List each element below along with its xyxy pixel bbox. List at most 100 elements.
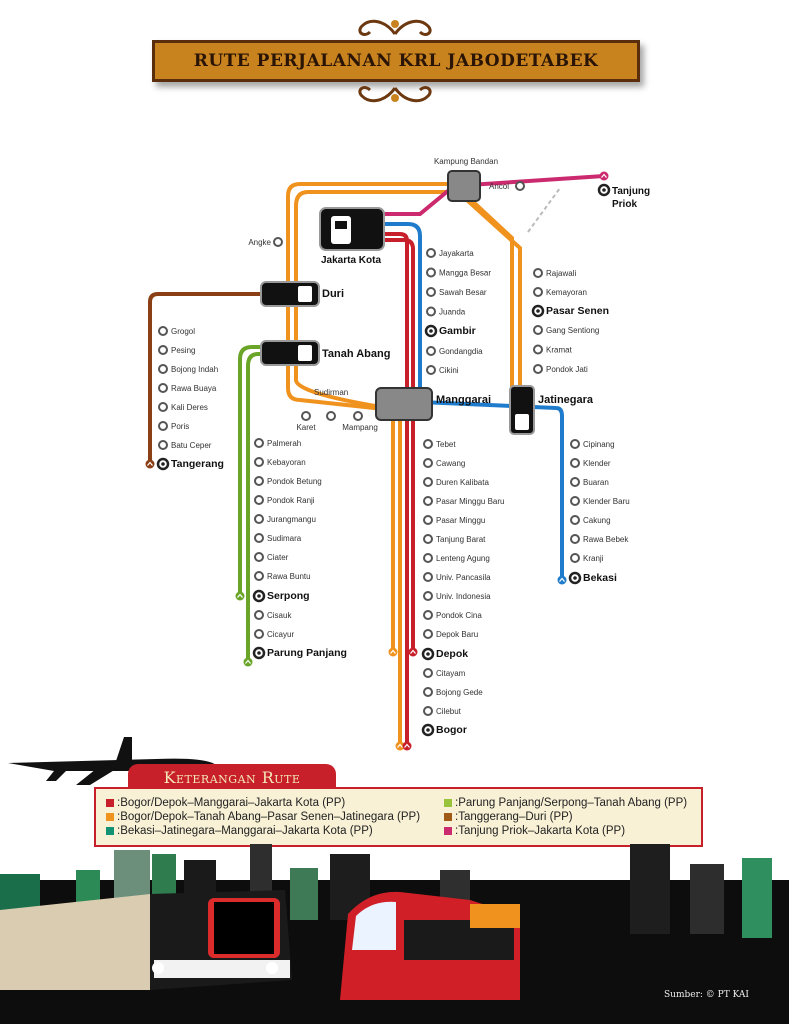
station-depok-line-5[interactable]: Pasar Minggu bbox=[423, 515, 485, 525]
chevron-up-icon bbox=[147, 461, 153, 466]
station-serpong-line-1[interactable]: Palmerah bbox=[254, 438, 301, 448]
station-depok-line-9[interactable]: Univ. Indonesia bbox=[423, 591, 491, 601]
hub-kampung-bandan[interactable] bbox=[447, 170, 481, 202]
station-kota-line-2-1[interactable]: Gondangdia bbox=[426, 346, 483, 356]
station-serpong-line-5[interactable]: Jurangmangu bbox=[254, 514, 316, 524]
station-kota-line-3[interactable]: Sawah Besar bbox=[426, 287, 487, 297]
station-serpong-line-7[interactable]: Ciater bbox=[254, 552, 289, 562]
label-tanah-abang: Tanah Abang bbox=[322, 348, 390, 360]
station-ancol[interactable]: Ancol bbox=[489, 181, 525, 191]
svg-text:Serpong: Serpong bbox=[267, 590, 310, 602]
station-gambir[interactable]: Gambir bbox=[424, 324, 476, 338]
station-depok-line-3[interactable]: Duren Kalibata bbox=[423, 477, 489, 487]
station-serpong[interactable]: Serpong bbox=[252, 589, 310, 603]
station-bekasi[interactable]: Bekasi bbox=[568, 571, 617, 585]
station-senen-line-2-1[interactable]: Gang Sentiong bbox=[533, 325, 599, 335]
station-bogor-line-3[interactable]: Cilebut bbox=[423, 706, 462, 716]
station-karet[interactable]: Karet bbox=[296, 411, 316, 432]
svg-text:Duren Kalibata: Duren Kalibata bbox=[436, 478, 489, 487]
station-bekasi-line-6[interactable]: Rawa Bebek bbox=[570, 534, 629, 544]
legend-item-route-3: : Bekasi–Jatinegara–Manggarai–Jakarta Ko… bbox=[106, 825, 373, 837]
skyline-building bbox=[690, 864, 724, 934]
station-bekasi-line-4[interactable]: Klender Baru bbox=[570, 496, 630, 506]
svg-text:Pasar Minggu: Pasar Minggu bbox=[436, 516, 485, 525]
chevron-up-icon bbox=[390, 649, 396, 654]
chevron-up-icon bbox=[237, 593, 243, 598]
station-kota-line-1[interactable]: Jayakarta bbox=[426, 248, 474, 258]
station-tangerang-line-4[interactable]: Rawa Buaya bbox=[158, 383, 217, 393]
label-jatinegara: Jatinegara bbox=[538, 394, 594, 406]
skyline-building bbox=[290, 868, 318, 920]
skyline-illustration bbox=[0, 844, 789, 1024]
route-map: Kampung Bandan Jakarta Kota Duri Tanah A… bbox=[145, 157, 650, 751]
station-depok[interactable]: Depok bbox=[421, 647, 468, 661]
hub-manggarai[interactable] bbox=[375, 387, 433, 421]
ancol-connector bbox=[527, 187, 561, 233]
station-depok-line-6[interactable]: Tanjung Barat bbox=[423, 534, 486, 544]
station-senen-line-2-2[interactable]: Kramat bbox=[533, 344, 573, 355]
station-depok-line-8[interactable]: Univ. Pancasila bbox=[423, 572, 491, 582]
station-depok-line-1[interactable]: Tebet bbox=[423, 439, 456, 449]
station-tanjung-priok[interactable]: Tanjung Priok bbox=[597, 183, 650, 210]
svg-text:Juanda: Juanda bbox=[439, 308, 466, 317]
svg-text:Depok: Depok bbox=[436, 648, 468, 660]
svg-text:Ancol: Ancol bbox=[489, 182, 509, 191]
legend-swatch bbox=[444, 827, 452, 835]
station-kota-line-2-2[interactable]: Cikini bbox=[426, 365, 459, 375]
station-tangerang[interactable]: Tangerang bbox=[156, 457, 224, 471]
svg-text:Jayakarta: Jayakarta bbox=[439, 249, 474, 258]
svg-text:Depok Baru: Depok Baru bbox=[436, 630, 478, 639]
legend-item-route-6: : Tanjung Priok–Jakarta Kota (PP) bbox=[444, 825, 625, 837]
station-kota-line-2[interactable]: Mangga Besar bbox=[426, 267, 491, 278]
station-parung-line-1[interactable]: Cisauk bbox=[254, 610, 292, 620]
station-serpong-line-2[interactable]: Kebayoran bbox=[254, 457, 306, 467]
station-tangerang-line-2[interactable]: Pesing bbox=[158, 345, 195, 355]
station-parung-panjang[interactable]: Parung Panjang bbox=[252, 646, 347, 660]
chevron-up-icon bbox=[559, 577, 565, 582]
station-pasar-senen[interactable]: Pasar Senen bbox=[531, 304, 609, 318]
station-bekasi-line-2[interactable]: Klender bbox=[570, 458, 611, 468]
station-senen-line-2-3[interactable]: Pondok Jati bbox=[533, 364, 588, 374]
svg-text:Pondok Ranji: Pondok Ranji bbox=[267, 496, 315, 505]
station-bekasi-line-5[interactable]: Cakung bbox=[570, 515, 611, 525]
chevron-up-icon bbox=[404, 743, 410, 748]
svg-text:Bekasi: Bekasi bbox=[583, 572, 617, 584]
station-tangerang-line-1[interactable]: Grogol bbox=[158, 326, 195, 336]
station-depok-line-4[interactable]: Pasar Minggu Baru bbox=[423, 496, 504, 506]
direction-arrows bbox=[145, 171, 609, 751]
svg-text:Pasar Senen: Pasar Senen bbox=[546, 305, 609, 317]
svg-text:Gondangdia: Gondangdia bbox=[439, 347, 483, 356]
station-serpong-line-3[interactable]: Pondok Betung bbox=[254, 476, 322, 486]
station-bekasi-line-1[interactable]: Cipinang bbox=[570, 439, 615, 449]
hub-jakarta-kota[interactable] bbox=[319, 207, 385, 251]
legend-swatch bbox=[106, 813, 114, 821]
station-senen-line-1[interactable]: Rajawali bbox=[533, 268, 576, 278]
station-bekasi-line-7[interactable]: Kranji bbox=[570, 553, 604, 563]
station-depok-line-10[interactable]: Pondok Cina bbox=[423, 610, 482, 620]
station-tangerang-line-7[interactable]: Batu Ceper bbox=[158, 440, 212, 450]
station-bekasi-line-3[interactable]: Buaran bbox=[570, 477, 609, 487]
station-parung-line-2[interactable]: Cicayur bbox=[254, 629, 294, 639]
station-angke[interactable]: Angke bbox=[248, 237, 283, 247]
station-tangerang-line-5[interactable]: Kali Deres bbox=[158, 402, 208, 412]
line-pink bbox=[372, 174, 605, 216]
svg-text:Tangerang: Tangerang bbox=[171, 458, 224, 470]
station-serpong-line-4[interactable]: Pondok Ranji bbox=[254, 495, 315, 505]
station-bogor[interactable]: Bogor bbox=[421, 723, 467, 737]
station-depok-line-11[interactable]: Depok Baru bbox=[423, 629, 478, 639]
station-kota-line-4[interactable]: Juanda bbox=[426, 306, 466, 317]
station-senen-line-2[interactable]: Kemayoran bbox=[533, 287, 587, 297]
svg-text:Cicayur: Cicayur bbox=[267, 630, 294, 639]
station-tangerang-line-6[interactable]: Poris bbox=[158, 421, 189, 431]
station-serpong-line-8[interactable]: Rawa Buntu bbox=[254, 571, 311, 581]
station-bogor-line-2[interactable]: Bojong Gede bbox=[423, 687, 483, 697]
station-bogor-line-1[interactable]: Citayam bbox=[423, 668, 466, 678]
station-depok-line-7[interactable]: Lenteng Agung bbox=[423, 553, 490, 563]
station-mampang[interactable]: Mampang bbox=[342, 411, 378, 432]
station-serpong-line-6[interactable]: Sudimara bbox=[254, 533, 302, 543]
station-depok-line-2[interactable]: Cawang bbox=[423, 458, 465, 468]
svg-text:Sudimara: Sudimara bbox=[267, 534, 302, 543]
station-tangerang-line-3[interactable]: Bojong Indah bbox=[158, 364, 218, 374]
